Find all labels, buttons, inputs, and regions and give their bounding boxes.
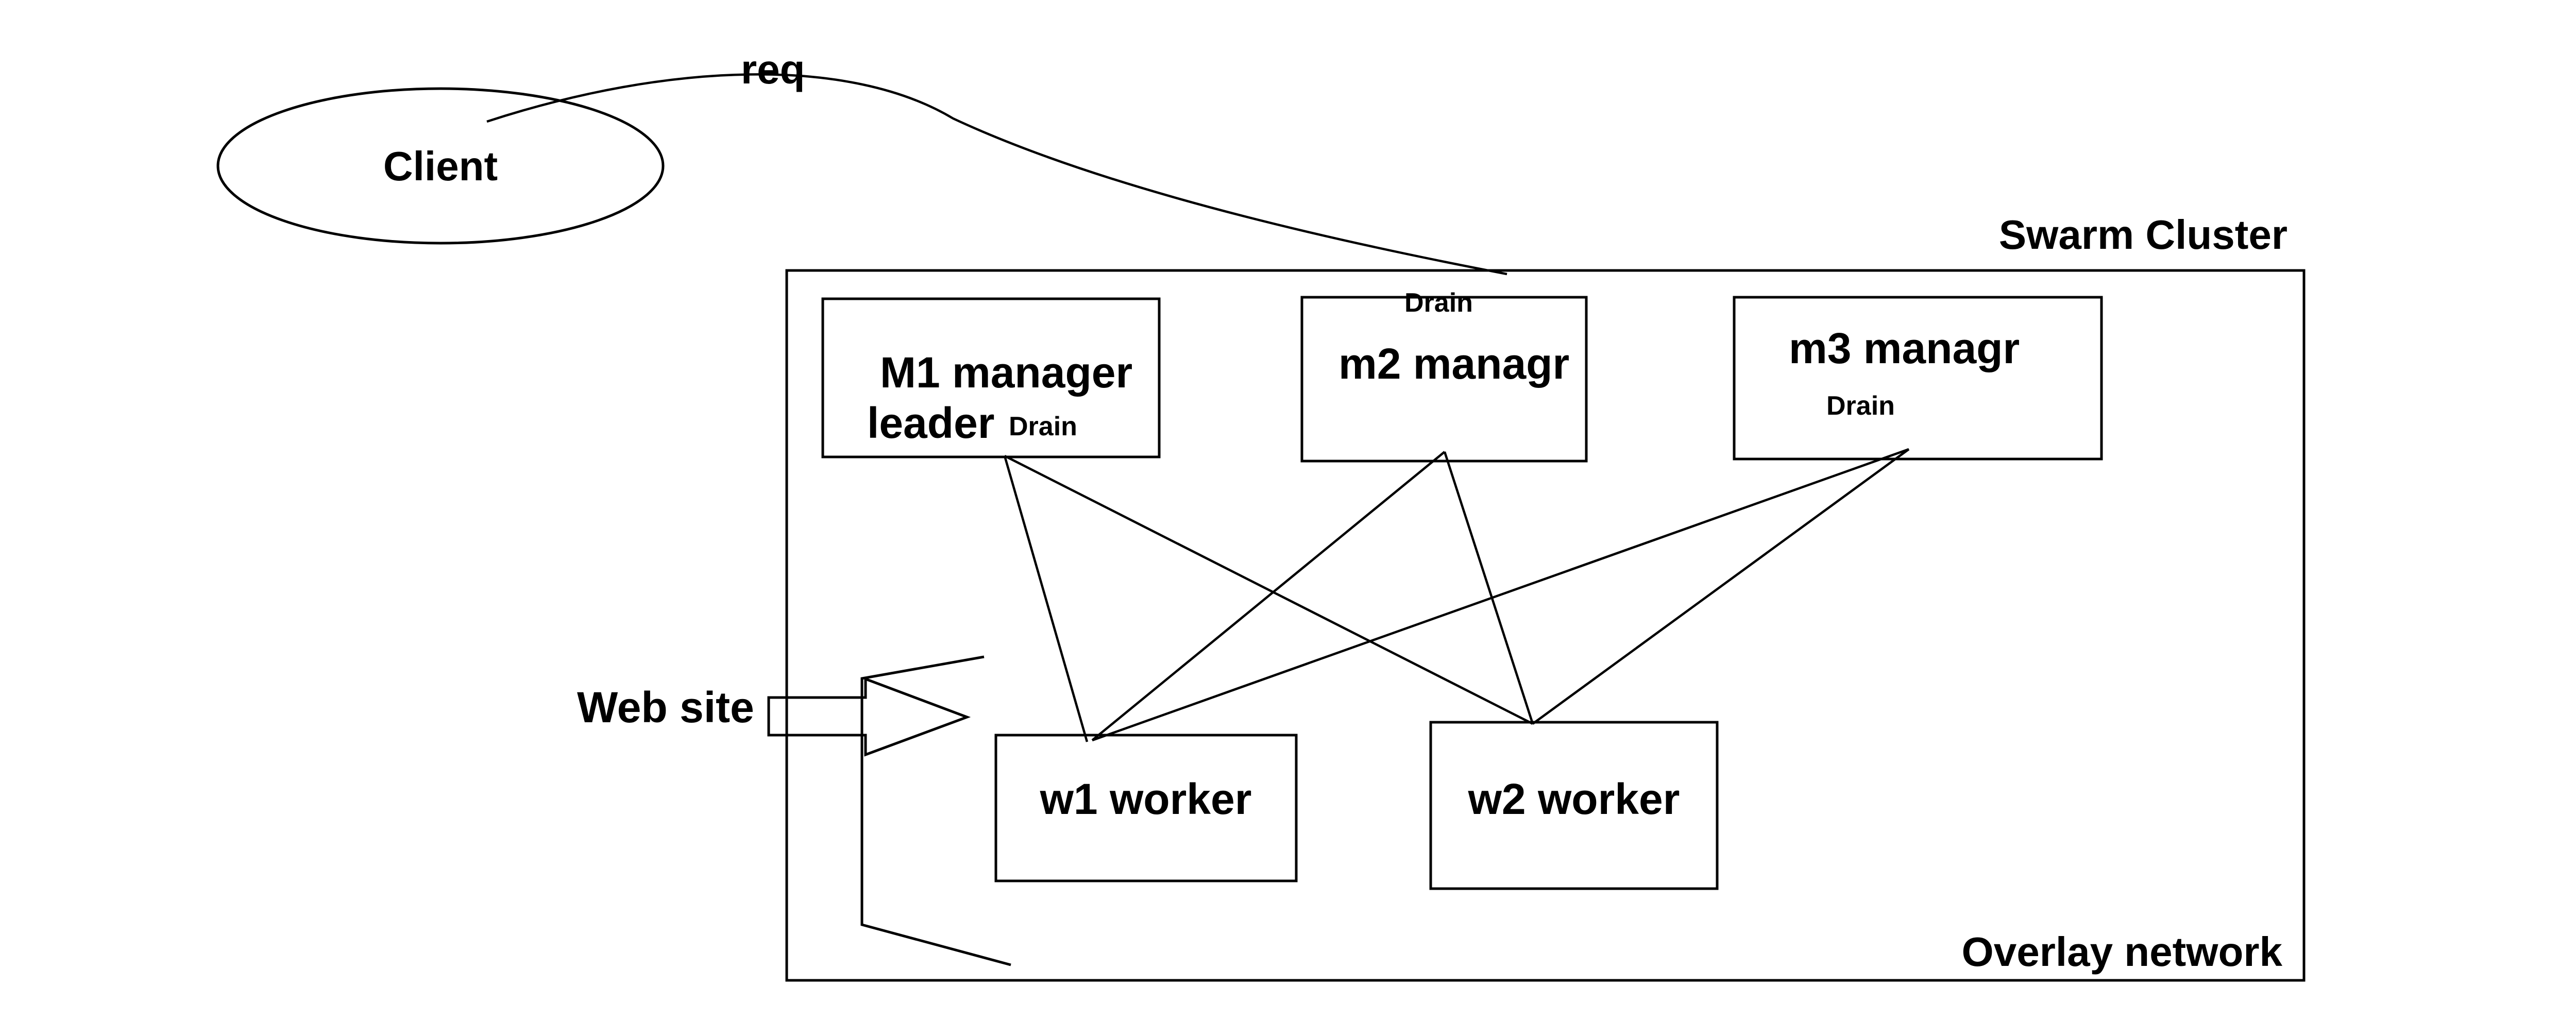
w1-worker-node xyxy=(994,734,1298,882)
m2-title: m2 managr xyxy=(1338,339,1569,388)
swarm-cluster-label: Swarm Cluster xyxy=(1999,212,2287,258)
link-m1-w1 xyxy=(1003,455,1089,742)
client-node xyxy=(216,87,665,245)
m3-manager-node xyxy=(1733,296,2103,461)
m1-title: M1 manager xyxy=(880,348,1132,397)
m3-title: m3 managr xyxy=(1789,324,2020,372)
link-m2-w1 xyxy=(1091,451,1446,741)
request-label: req xyxy=(741,46,805,92)
link-m3-w1 xyxy=(1092,448,1909,742)
request-connector xyxy=(486,73,1507,276)
m2-manager-node xyxy=(1300,296,1588,463)
service-bracket xyxy=(860,655,1011,966)
w2-worker-node xyxy=(1429,721,1719,890)
m3-status-badge: Drain xyxy=(1826,391,1895,421)
m1-status-badge: Drain xyxy=(1009,412,1077,441)
m2-status-badge: Drain xyxy=(1404,288,1473,318)
link-m1-w2 xyxy=(1004,454,1534,725)
m1-manager-node xyxy=(821,297,1161,458)
swarm-cluster-boundary xyxy=(785,269,2306,982)
w1-title: w1 worker xyxy=(1040,775,1252,823)
w2-title: w2 worker xyxy=(1468,775,1680,823)
m1-role: leader xyxy=(867,399,995,447)
overlay-network-label: Overlay network xyxy=(1962,929,2283,975)
client-label: Client xyxy=(383,143,498,189)
link-m2-w2 xyxy=(1443,451,1534,724)
link-m3-w2 xyxy=(1532,448,1910,725)
website-label: Web site xyxy=(577,683,754,732)
website-ingress-arrow xyxy=(767,677,971,757)
